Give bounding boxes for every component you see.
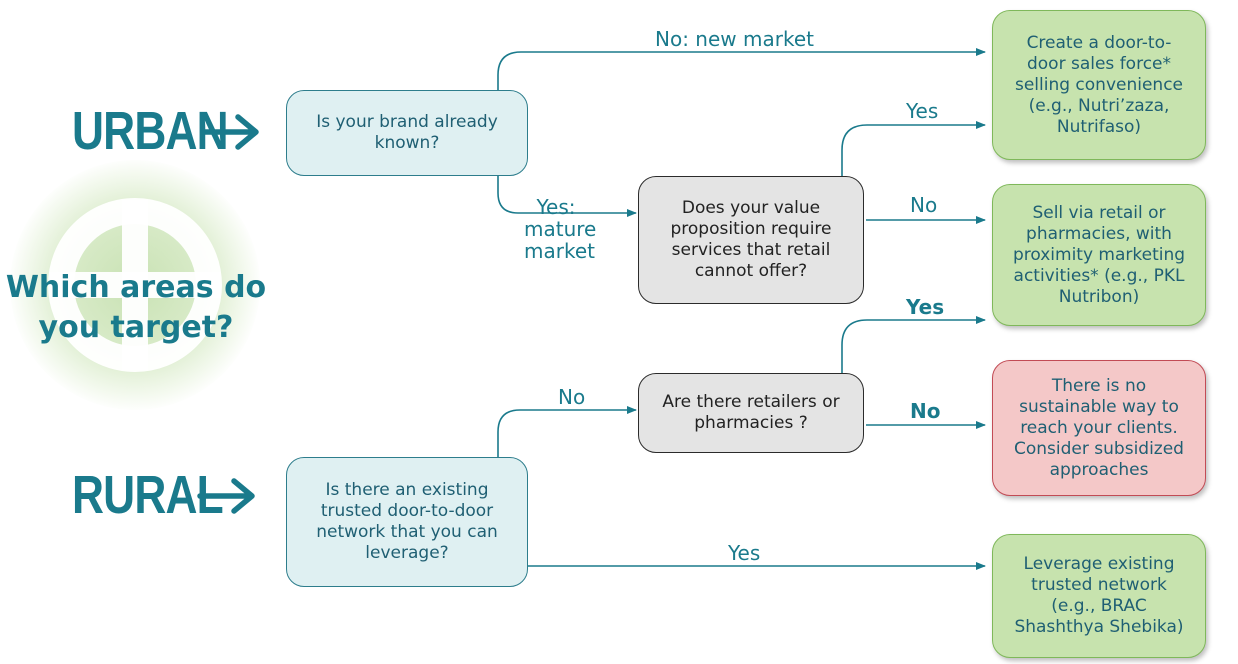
label-mature-line2: mature (524, 217, 597, 241)
label-new-market: No: new market (655, 27, 814, 51)
outcome-leverage: Leverage existing trusted network (e.g.,… (992, 534, 1206, 658)
outcome-retail: Sell via retail or pharmacies, with prox… (992, 184, 1206, 326)
question-brand-known: Is your brand already known? (286, 90, 528, 176)
edge-ret-yes (841, 316, 986, 373)
label-mature-line3: market (524, 239, 595, 263)
urban-arrow-icon (201, 114, 259, 150)
center-question: Which areas do you target? (5, 270, 267, 345)
cross-icon (48, 198, 222, 372)
question-retailers: Are there retailers or pharmacies ? (638, 373, 864, 453)
outcome-no-way: There is no sustainable way to reach you… (992, 360, 1206, 496)
edge-net-no (497, 406, 637, 457)
label-net-yes: Yes (728, 541, 761, 565)
edge-vp-yes (841, 121, 986, 176)
label-net-no: No (558, 385, 586, 409)
label-vp-yes: Yes (906, 99, 939, 123)
label-mature-market: Yes: mature market (524, 195, 597, 263)
label-ret-yes: Yes (906, 295, 945, 319)
edge-mature-market (497, 176, 637, 217)
question-value-proposition: Does your value proposition require serv… (638, 176, 864, 304)
label-mature-line1: Yes: (536, 195, 576, 219)
rural-arrow-icon (197, 478, 255, 514)
label-ret-no: No (910, 399, 941, 423)
outcome-door-to-door: Create a door-to-door sales force* selli… (992, 10, 1206, 160)
edge-new-market (497, 48, 986, 90)
question-door-network: Is there an existing trusted door-to-doo… (286, 457, 528, 587)
label-vp-no: No (910, 193, 938, 217)
